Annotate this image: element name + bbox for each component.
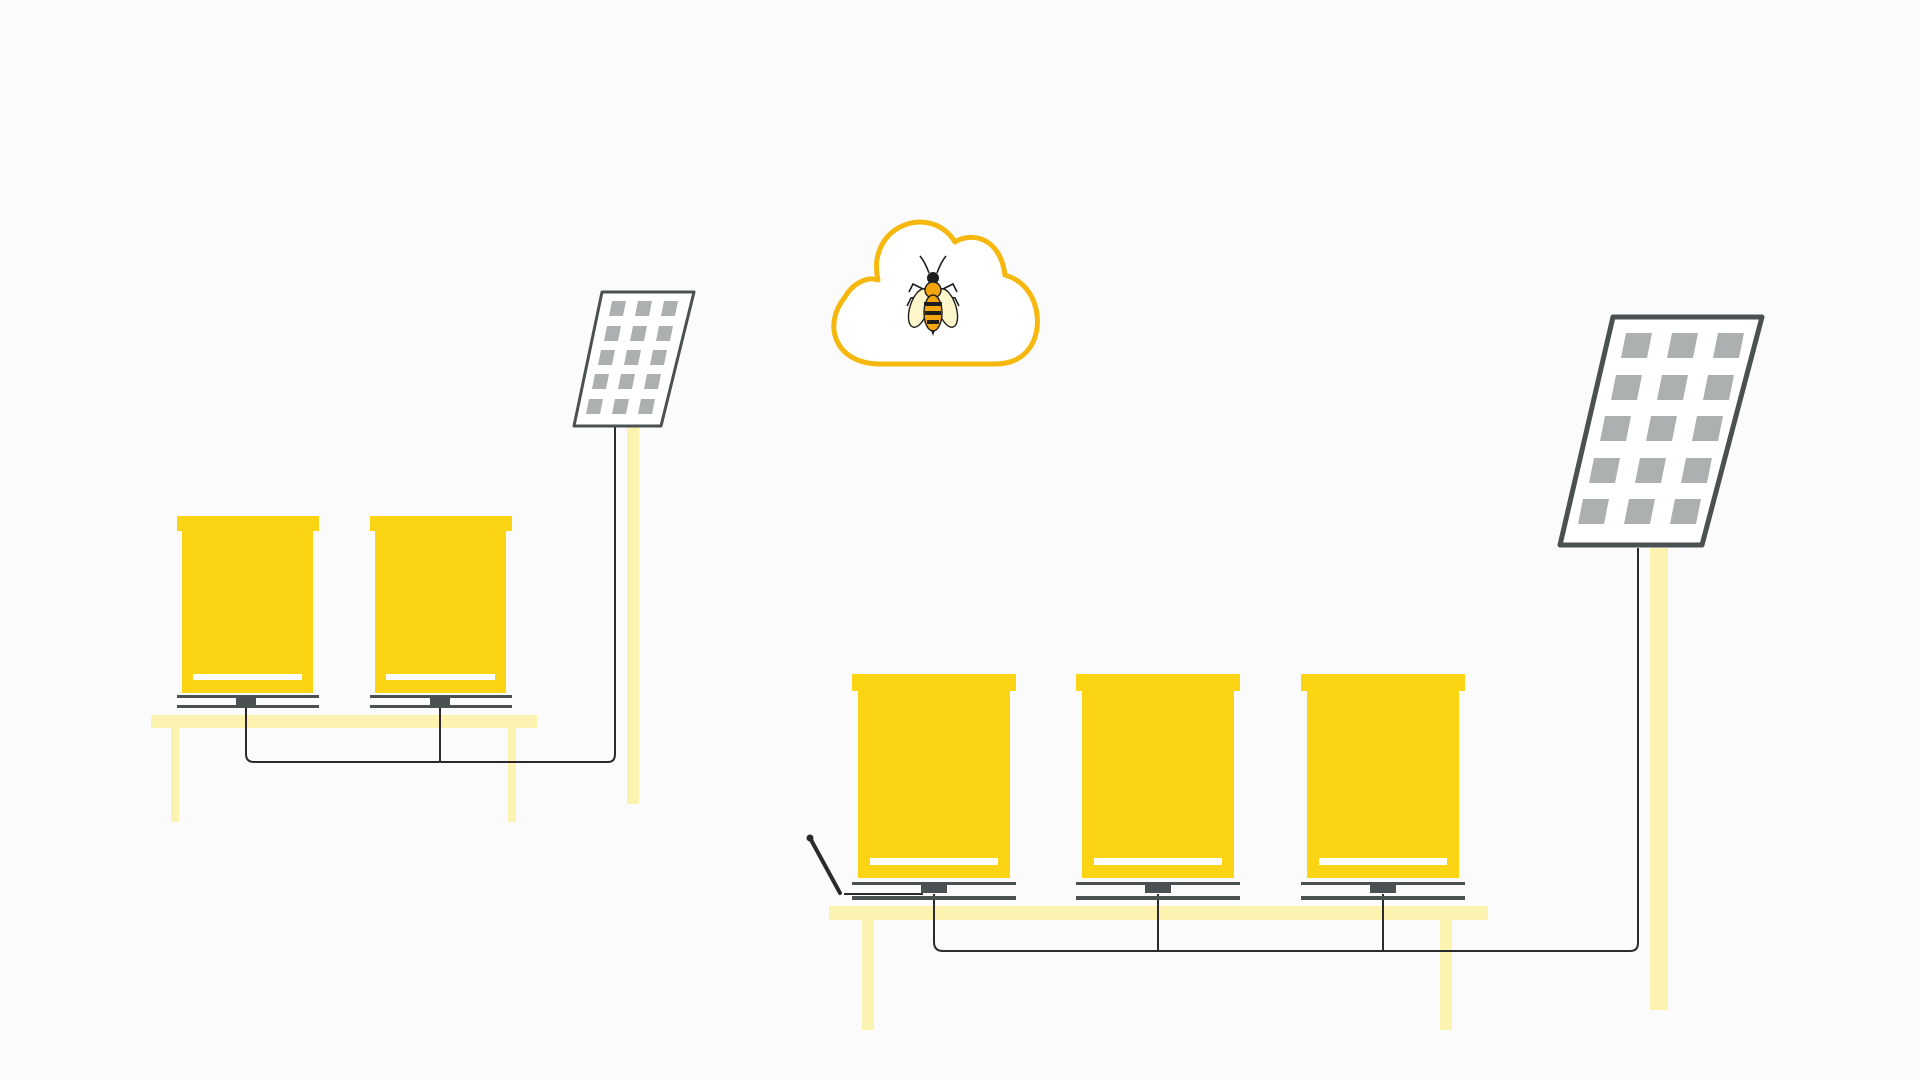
solar-panel-icon (1557, 314, 1765, 1010)
power-cable (844, 548, 1639, 952)
beehive-icon (177, 516, 319, 708)
beehive-icon (1076, 674, 1240, 900)
beehive-icon (852, 674, 1016, 900)
hive-scale-icon (177, 695, 319, 708)
hive-scale-icon (1301, 882, 1465, 900)
hive-scale-icon (852, 882, 1016, 900)
bee-icon (906, 255, 960, 336)
antenna-icon (806, 834, 842, 895)
solar-panel-icon (572, 290, 696, 804)
apiary-large (806, 314, 1765, 1030)
apiary-small (151, 290, 696, 822)
beehive-icon (370, 516, 512, 708)
hive-scale-icon (370, 695, 512, 708)
beehive-icon (1301, 674, 1465, 900)
power-cable (245, 424, 616, 763)
hive-scale-icon (1076, 882, 1240, 900)
